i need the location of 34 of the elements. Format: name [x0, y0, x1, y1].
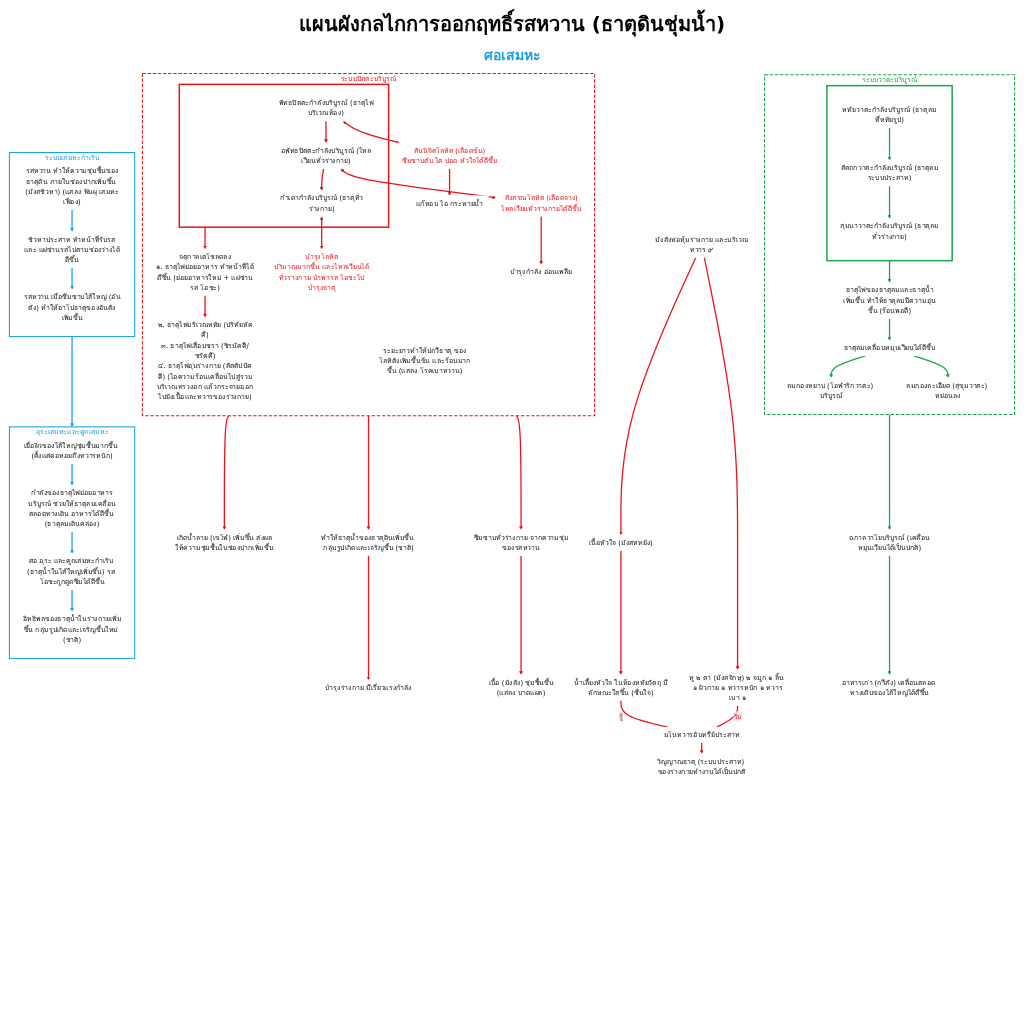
arrow	[70, 335, 74, 428]
arrow	[319, 168, 325, 191]
arrow	[619, 256, 697, 536]
arrow	[703, 256, 740, 670]
arrow	[887, 554, 892, 675]
arrow	[515, 415, 523, 530]
arrow	[70, 531, 74, 554]
side-label: ศอเสมหะ	[483, 46, 541, 65]
arrow	[519, 554, 523, 675]
diagram-title: แผนผังกลไกการออกฤทธิ์รสหวาน (ธาตุดินชุ่มน้ำ)	[298, 8, 726, 40]
cluster	[178, 83, 390, 228]
arrow	[539, 215, 544, 265]
arrow	[70, 462, 74, 486]
arrow	[699, 741, 704, 754]
arrow	[887, 317, 892, 341]
arrow	[70, 589, 74, 612]
arrow	[70, 209, 74, 232]
arrow	[447, 168, 452, 196]
arrow	[619, 549, 623, 675]
cluster	[826, 84, 953, 262]
arrow	[366, 415, 371, 530]
arrow	[319, 216, 324, 250]
arrow	[887, 260, 892, 283]
arrow	[222, 415, 230, 530]
arrow	[340, 168, 497, 200]
arrow	[70, 267, 74, 290]
arrow	[887, 127, 892, 161]
arrow	[324, 120, 328, 144]
arrow	[203, 226, 207, 250]
connector	[716, 705, 739, 728]
arrow	[887, 185, 892, 219]
arrow	[203, 294, 207, 318]
arrow	[366, 554, 371, 681]
arrow	[887, 413, 892, 530]
